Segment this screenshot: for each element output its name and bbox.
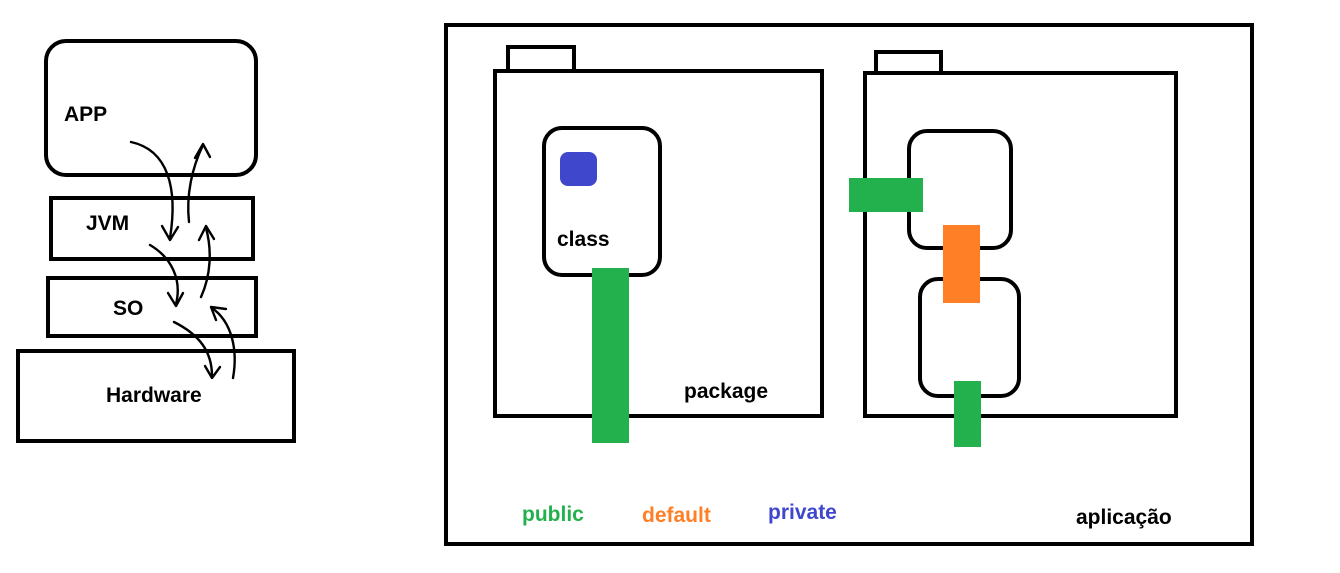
so-to-jvm-arrow: [199, 226, 211, 299]
package-1-tab: [506, 45, 576, 73]
so-to-hardware-arrowhead: [203, 364, 222, 380]
so-layer-box: [46, 276, 258, 338]
application-box: [444, 23, 1254, 546]
app-to-jvm-arrowhead: [160, 224, 180, 242]
jvm-to-so-arrow: [148, 243, 179, 306]
legend-public: public: [522, 503, 584, 526]
app-layer-label: APP: [64, 103, 107, 126]
legend-default: default: [642, 504, 711, 527]
so-to-jvm-arrowhead: [197, 224, 216, 242]
jvm-to-so-arrowhead: [166, 291, 185, 308]
jvm-to-app-arrow: [187, 143, 205, 224]
class-box: [542, 126, 662, 277]
layer-arrows: [129, 140, 236, 380]
jvm-layer-box: [49, 196, 255, 261]
package-1-box: [493, 69, 824, 418]
application-label: aplicação: [1076, 506, 1172, 529]
public-class-bar: [592, 268, 629, 443]
legend-private: private: [768, 501, 837, 524]
hardware-layer-label: Hardware: [106, 384, 202, 407]
public-class-entry-marker: [849, 178, 923, 212]
layer-stack: APP JVM SO Hardware: [16, 39, 296, 443]
package-2-box: [863, 71, 1178, 418]
app-layer-box: [44, 39, 258, 177]
application-frame: class package public default private apl…: [444, 23, 1254, 546]
private-member-marker: [560, 152, 597, 186]
hardware-layer-box: [16, 349, 296, 443]
so-layer-label: SO: [113, 297, 143, 320]
jvm-layer-label: JVM: [86, 212, 129, 235]
so-to-hardware-arrow: [172, 320, 214, 378]
hardware-to-so-arrowhead: [209, 305, 228, 322]
jvm-to-app-arrowhead: [193, 142, 212, 160]
package-label: package: [684, 380, 768, 403]
public-class-exit-marker: [954, 381, 981, 447]
default-connection-marker: [943, 225, 980, 303]
class-label: class: [557, 228, 610, 251]
package-2-tab: [874, 50, 943, 75]
hardware-to-so-arrow: [210, 306, 236, 380]
app-to-jvm-arrow: [129, 140, 174, 240]
